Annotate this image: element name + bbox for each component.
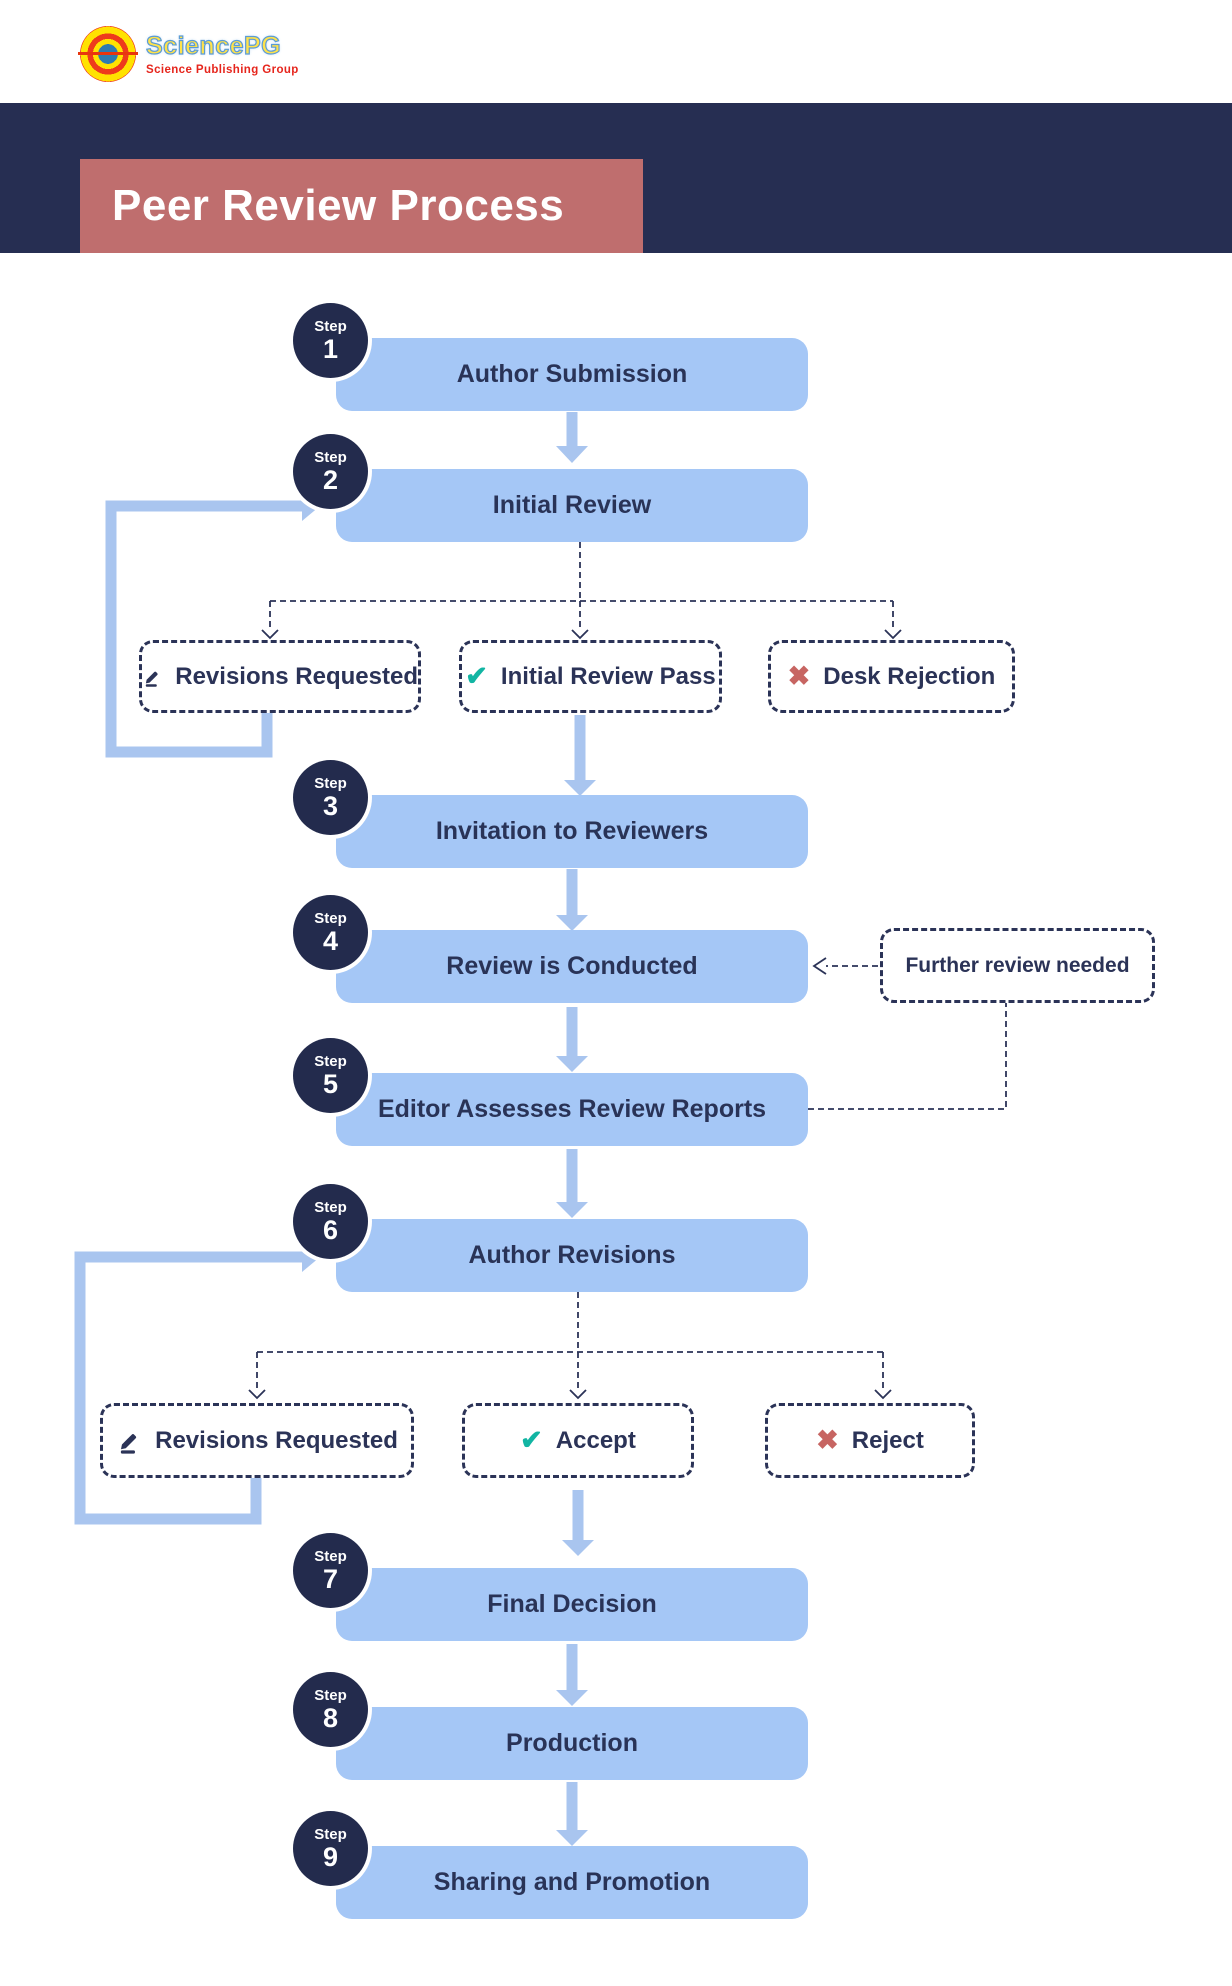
step-box-review-is-conducted: Review is Conducted <box>336 930 808 1003</box>
step-word: Step <box>314 774 347 792</box>
step-circle-4: Step 4 <box>293 895 368 970</box>
step-box-label: Initial Review <box>492 491 652 519</box>
cross-icon: ✖ <box>787 661 811 691</box>
outcome-revisions-requested-1: Revisions Requested <box>139 640 421 713</box>
step-number: 6 <box>322 1214 339 1245</box>
loop-revisions-to-author-revisions <box>74 1251 302 1525</box>
step-box-author-revisions: Author Revisions <box>336 1219 808 1292</box>
brand-name: SciencePG <box>145 31 282 60</box>
cross-icon: ✖ <box>816 1425 839 1455</box>
outcome-label: Accept <box>555 1426 636 1454</box>
step-number: 9 <box>322 1841 339 1872</box>
step-circle-9: Step 9 <box>293 1811 368 1886</box>
step-box-production: Production <box>336 1707 808 1780</box>
step-box-label: Production <box>506 1729 638 1757</box>
step-circle-3: Step 3 <box>293 760 368 835</box>
brand-tagline: Science Publishing Group <box>146 64 299 76</box>
step-box-label: Review is Conducted <box>446 952 698 980</box>
title-banner: Peer Review Process <box>80 159 643 253</box>
step-box-label: Author Revisions <box>468 1241 676 1269</box>
outcome-label: Revisions Requested <box>175 662 418 690</box>
step-word: Step <box>314 1198 347 1216</box>
note-label: Further review needed <box>905 953 1130 977</box>
step-circle-8: Step 8 <box>293 1672 368 1747</box>
dashed-arrowheads <box>248 629 902 1400</box>
solid-arrowheads <box>302 446 596 1846</box>
outcome-label: Desk Rejection <box>823 662 996 690</box>
outcome-revisions-requested-2: Revisions Requested <box>100 1403 414 1478</box>
step-number: 1 <box>322 333 339 364</box>
page-title: Peer Review Process <box>112 181 565 230</box>
outcome-label: Revisions Requested <box>155 1426 398 1454</box>
step-number: 3 <box>322 790 339 821</box>
outcome-initial-review-pass: ✔ Initial Review Pass <box>459 640 722 713</box>
check-icon: ✔ <box>465 661 488 691</box>
step-number: 8 <box>322 1702 339 1733</box>
loop-revisions-to-initial-review <box>105 500 302 758</box>
outcome-accept: ✔ Accept <box>462 1403 694 1478</box>
step-circle-5: Step 5 <box>293 1038 368 1113</box>
step-word: Step <box>314 909 347 927</box>
step-circle-6: Step 6 <box>293 1184 368 1259</box>
solid-flow-arrows <box>74 412 586 1830</box>
step-word: Step <box>314 1052 347 1070</box>
step-box-editor-assesses-review-reports: Editor Assesses Review Reports <box>336 1073 808 1146</box>
step-number: 7 <box>322 1563 339 1594</box>
outcome-reject: ✖ Reject <box>765 1403 975 1478</box>
step-circle-2: Step 2 <box>293 434 368 509</box>
step-box-label: Final Decision <box>487 1590 657 1618</box>
outcome-label: Initial Review Pass <box>500 662 716 690</box>
step-box-label: Sharing and Promotion <box>433 1868 711 1896</box>
note-further-review-needed: Further review needed <box>880 928 1155 1003</box>
step-word: Step <box>314 317 347 335</box>
step-circle-7: Step 7 <box>293 1533 368 1608</box>
step-box-sharing-and-promotion: Sharing and Promotion <box>336 1846 808 1919</box>
step-word: Step <box>314 1686 347 1704</box>
step-box-author-submission: Author Submission <box>336 338 808 411</box>
check-icon: ✔ <box>520 1425 543 1455</box>
dashed-branch-lines <box>256 542 1007 1390</box>
step-number: 2 <box>322 464 339 495</box>
step-box-invitation-to-reviewers: Invitation to Reviewers <box>336 795 808 868</box>
step-word: Step <box>314 1825 347 1843</box>
step-box-initial-review: Initial Review <box>336 469 808 542</box>
outcome-desk-rejection: ✖ Desk Rejection <box>768 640 1015 713</box>
outcome-label: Reject <box>851 1426 924 1454</box>
step-number: 4 <box>322 925 339 956</box>
brand-text: SciencePG Science Publishing Group <box>145 31 299 76</box>
step-box-label: Editor Assesses Review Reports <box>377 1095 767 1123</box>
brand-logo: SciencePG Science Publishing Group <box>78 26 299 82</box>
sciencepg-logo-icon <box>78 26 138 82</box>
pencil-icon <box>121 1433 137 1454</box>
step-circle-1: Step 1 <box>293 303 368 378</box>
step-box-final-decision: Final Decision <box>336 1568 808 1641</box>
step-word: Step <box>314 448 347 466</box>
step-box-label: Author Submission <box>456 360 688 388</box>
step-number: 5 <box>322 1068 339 1099</box>
top-bar: SciencePG Science Publishing Group <box>0 0 1232 103</box>
step-box-label: Invitation to Reviewers <box>435 817 709 845</box>
pencil-icon <box>145 671 158 687</box>
step-word: Step <box>314 1547 347 1565</box>
